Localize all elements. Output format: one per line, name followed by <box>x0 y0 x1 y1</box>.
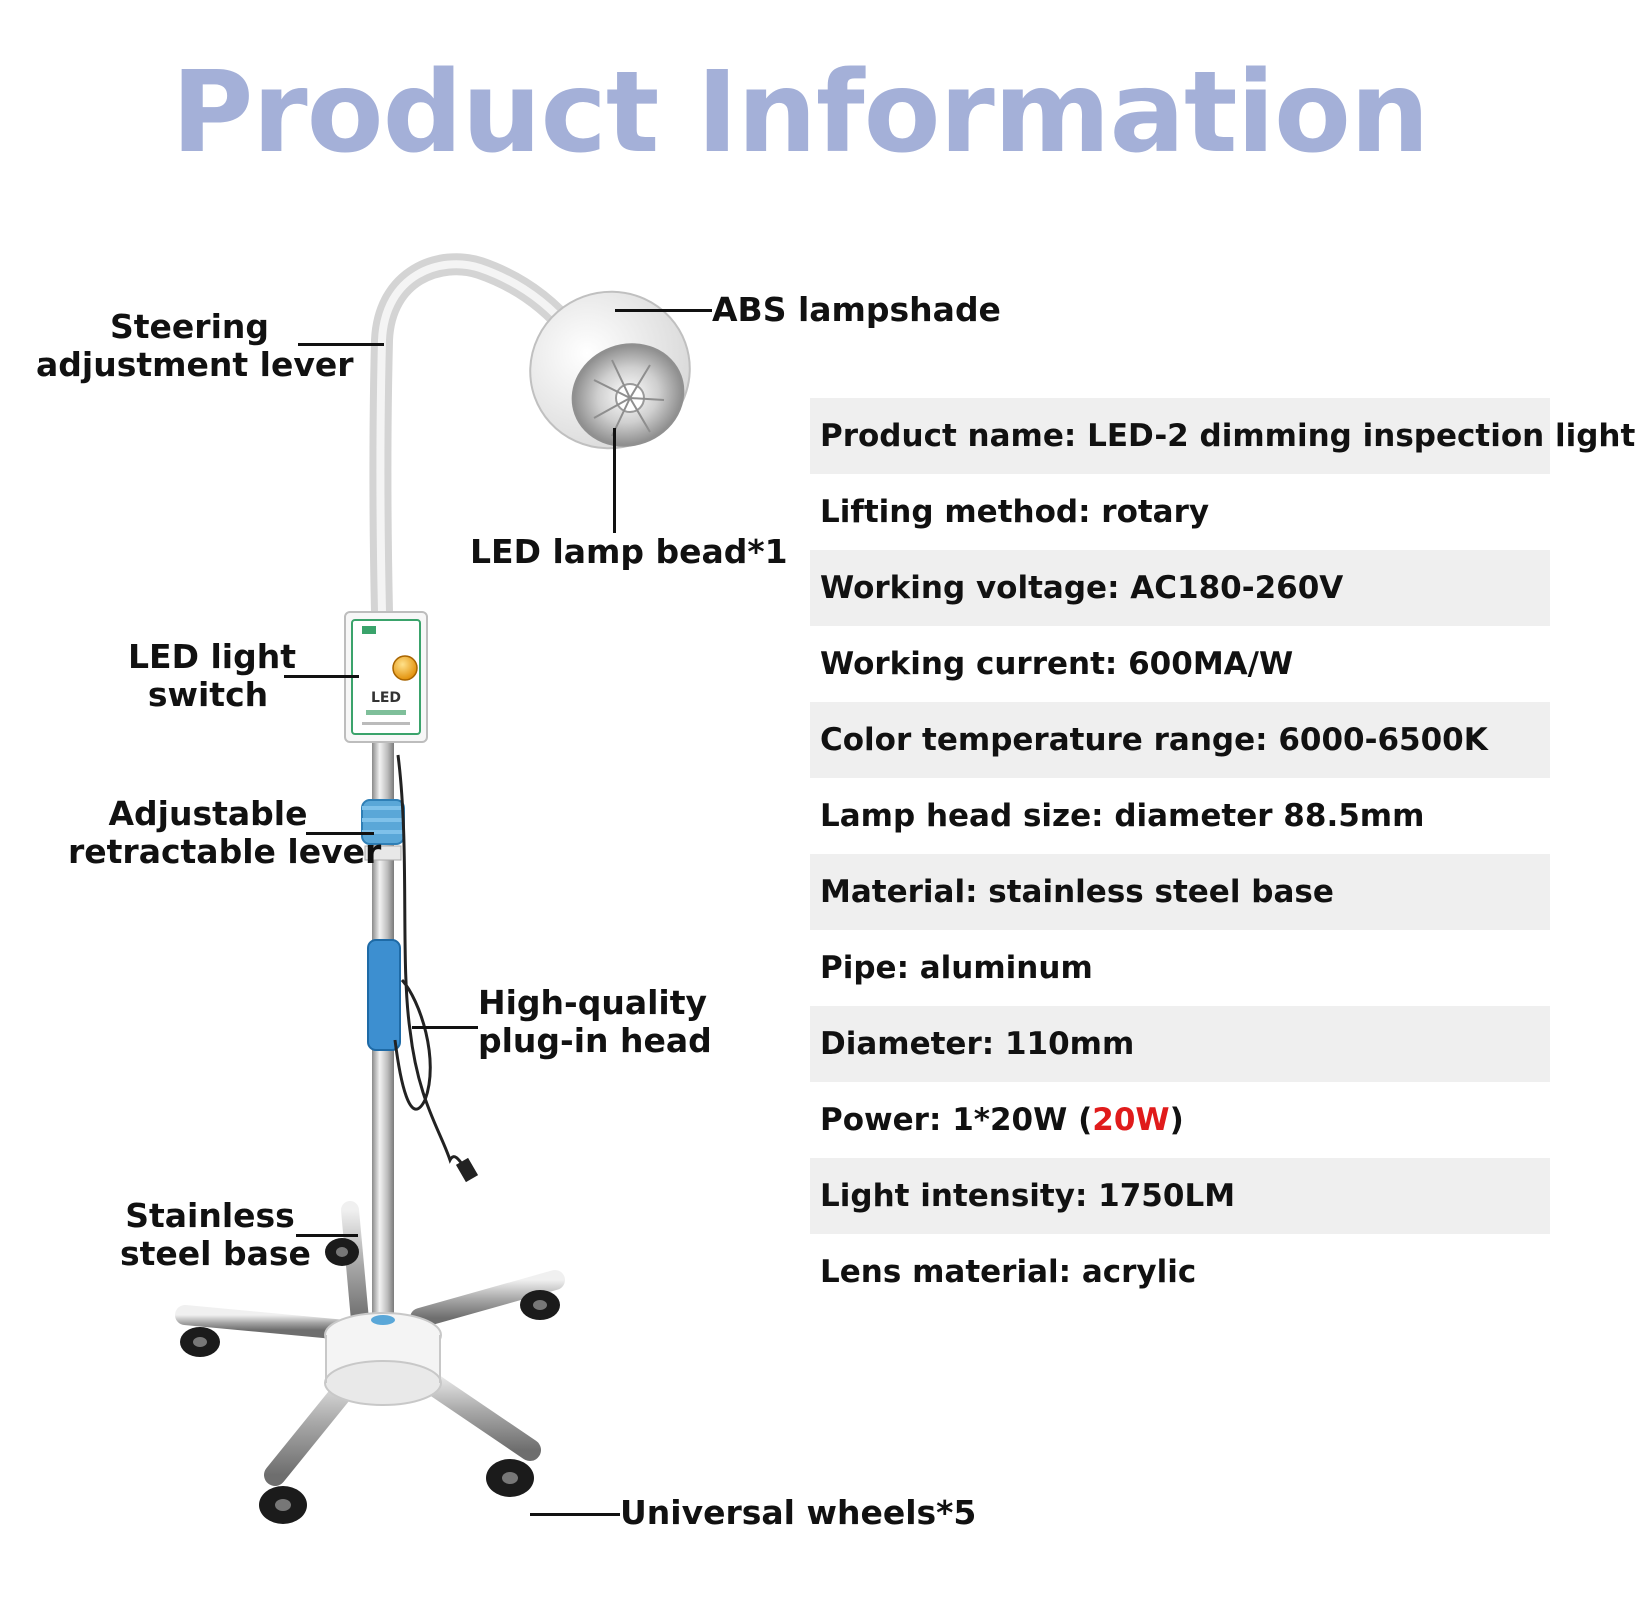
spec-value: AC180-260V <box>1130 570 1344 606</box>
power-highlight: 20W <box>1092 1102 1170 1138</box>
spec-label: Diameter <box>820 1026 982 1062</box>
spec-value: 110mm <box>1004 1026 1135 1062</box>
switch-box-label: LED <box>371 690 401 706</box>
led-switch-box: LED <box>344 611 428 743</box>
spec-value: rotary <box>1101 494 1210 530</box>
power-cable <box>393 754 470 1173</box>
callout-steering-line1: Steering <box>110 307 270 346</box>
callout-lamp-bead: LED lamp bead*1 <box>470 532 788 571</box>
spec-label: Working voltage <box>820 570 1108 606</box>
spec-row-lamp-head-size: Lamp head size: diameter 88.5mm <box>820 798 1425 834</box>
spec-row-working-voltage: Working voltage: AC180-260V <box>810 550 1550 626</box>
spec-label: Material <box>820 874 966 910</box>
spec-label: Working current <box>820 646 1105 682</box>
callout-steering-line2: adjustment lever <box>36 345 354 384</box>
spec-row-working-current: Working current: 600MA/W <box>820 646 1294 682</box>
universal-wheels <box>180 1238 560 1524</box>
stainless-steel-base <box>175 1201 565 1486</box>
spec-value: acrylic <box>1081 1254 1197 1290</box>
callout-base-line2: steel base <box>120 1234 311 1273</box>
spec-row-lifting-method: Lifting method: rotary <box>820 494 1210 530</box>
spec-row-material: Material: stainless steel base <box>810 854 1550 930</box>
page-title: Product Information <box>171 48 1429 178</box>
leader-lampshade <box>615 309 712 312</box>
spec-label: Power <box>820 1102 929 1138</box>
spec-value: 6000-6500K <box>1278 722 1488 758</box>
spec-label: Lens material <box>820 1254 1059 1290</box>
callout-retractable-line2: retractable lever <box>68 832 382 871</box>
leader-switch <box>284 675 359 678</box>
callout-retractable-line1: Adjustable <box>108 794 308 833</box>
spec-value: 1750LM <box>1098 1178 1236 1214</box>
spec-row-light-intensity: Light intensity: 1750LM <box>810 1158 1550 1234</box>
spec-value: 1*20W <box>952 1102 1068 1138</box>
spec-row-power: Power: 1*20W (20W) <box>820 1102 1184 1138</box>
leader-plug <box>412 1026 478 1029</box>
spec-label: Color temperature range <box>820 722 1256 758</box>
spec-row-pipe: Pipe: aluminum <box>820 950 1093 986</box>
leader-lamp-bead <box>613 428 616 533</box>
spec-label: Light intensity <box>820 1178 1075 1214</box>
spec-label: Lifting method <box>820 494 1079 530</box>
blue-handle <box>367 939 401 1051</box>
leader-retractable <box>306 832 374 835</box>
leader-steering <box>298 343 384 346</box>
spec-value: LED-2 dimming inspection light <box>1087 418 1635 454</box>
spec-label: Lamp head size <box>820 798 1092 834</box>
spec-row-diameter: Diameter: 110mm <box>810 1006 1550 1082</box>
lamp-head <box>529 290 691 450</box>
leader-wheels <box>530 1513 620 1516</box>
spec-row-lens-material: Lens material: acrylic <box>820 1254 1197 1290</box>
callout-wheels: Universal wheels*5 <box>620 1493 977 1532</box>
spec-value: 600MA/W <box>1128 646 1294 682</box>
spec-row-product-name: Product name: LED-2 dimming inspection l… <box>810 398 1635 474</box>
callout-switch-line1: LED light <box>128 637 296 676</box>
lamp-illustration: LED <box>175 253 691 1524</box>
leader-base <box>296 1234 358 1237</box>
spec-row-color-temperature: Color temperature range: 6000-6500K <box>810 702 1550 778</box>
spec-label: Pipe <box>820 950 897 986</box>
spec-label: Product name <box>820 418 1064 454</box>
callout-base-line1: Stainless <box>125 1196 295 1235</box>
callout-lampshade: ABS lampshade <box>712 290 1001 329</box>
callout-plug-line2: plug-in head <box>478 1021 712 1060</box>
spec-value: aluminum <box>919 950 1093 986</box>
spec-value: diameter 88.5mm <box>1114 798 1425 834</box>
callout-plug-line1: High-quality <box>478 983 708 1022</box>
spec-value: stainless steel base <box>988 874 1334 910</box>
callout-switch-line2: switch <box>147 675 269 714</box>
